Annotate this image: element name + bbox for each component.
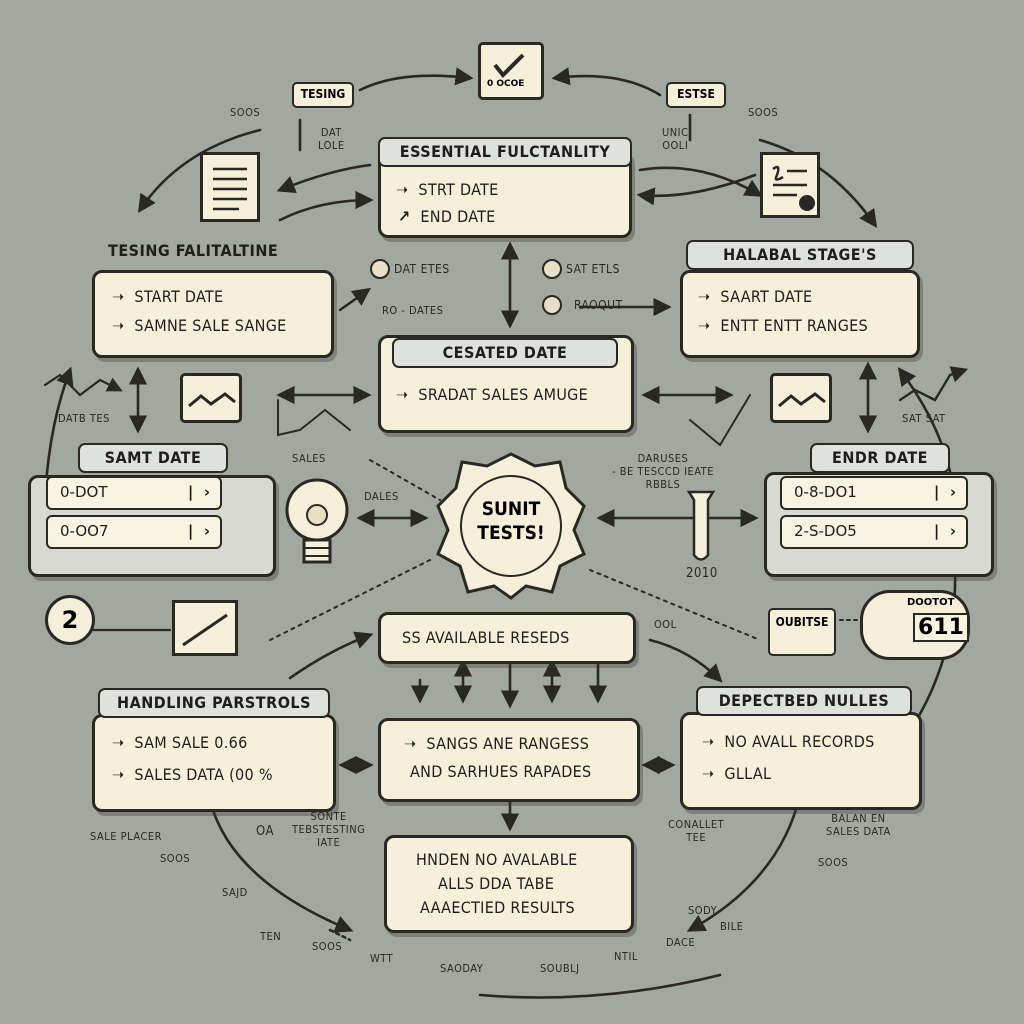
handling-item: ➝SAM SALE 0.66 xyxy=(112,733,248,752)
annotation-label: OA xyxy=(256,824,274,839)
samt-date-row[interactable]: 0-DOT| › xyxy=(46,476,222,510)
annotation-label: SOOS xyxy=(312,940,343,953)
halabal-stages-box xyxy=(680,270,920,358)
annotation-label: SOOS xyxy=(818,856,849,869)
essential-item: ↗END DATE xyxy=(398,207,496,226)
unit-tests-line2: TESTS! xyxy=(477,522,545,544)
testing-functionality-item: ➝START DATE xyxy=(112,287,224,306)
calendar-top: DOOTOT xyxy=(907,597,955,608)
radio-label: SAT ETLS xyxy=(566,262,620,276)
annotation-label: SOOS xyxy=(230,106,261,119)
annotation-label: NTIL xyxy=(614,950,638,963)
annotation-label: DACE xyxy=(666,936,696,949)
created-title: CESATED DATE xyxy=(392,338,618,368)
annotation-label: SOUBLJ xyxy=(540,962,580,975)
radio-option-icon[interactable] xyxy=(370,259,390,279)
unit-tests-line1: SUNIT xyxy=(481,498,541,520)
halabal-item: ➝ENTT ENTT RANGES xyxy=(698,316,868,335)
checklist-icon: 0 OCOE xyxy=(478,42,544,100)
radio-label: RO - DATES xyxy=(382,304,444,317)
annotation-label: OOL xyxy=(654,618,677,631)
lightbulb-icon xyxy=(282,470,352,580)
line-chart-icon xyxy=(770,373,832,423)
annotation-label: SALES xyxy=(292,452,326,465)
testing-functionality-box xyxy=(92,270,334,358)
sanges-item: ➝SANGS ANE RANGESS xyxy=(404,734,590,753)
halabal-item: ➝SAART DATE xyxy=(698,287,813,306)
depected-title: DEPECTBED NULLES xyxy=(696,686,912,716)
test-tube-icon xyxy=(686,490,716,565)
certificate-icon xyxy=(760,152,820,218)
radio-option-icon[interactable] xyxy=(542,259,562,279)
halabal-title: HALABAL STAGE'S xyxy=(686,240,914,270)
depected-item: ➝GLLAL xyxy=(702,764,772,783)
annotation-label: SOOS xyxy=(160,852,191,865)
annotation-label: 2010 xyxy=(686,566,718,581)
handling-title: HANDLING PARSTROLS xyxy=(98,688,330,718)
checklist-caption: 0 OCOE xyxy=(487,79,525,89)
calendar-icon: DOOTOT 611 xyxy=(860,590,970,660)
annotation-label: BALAN EN SALES DATA xyxy=(826,812,891,838)
depected-item: ➝NO AVALL RECORDS xyxy=(702,732,875,751)
hnden-item: HNDEN NO AVALABLE xyxy=(416,850,578,869)
unit-tests-badge: SUNIT TESTS! xyxy=(432,450,590,600)
endr-date-row[interactable]: 2-S-DO5| › xyxy=(780,515,968,549)
annotation-label: SODY xyxy=(688,904,718,917)
sanges-box xyxy=(378,718,640,802)
radio-label: DAT ETES xyxy=(394,262,450,276)
handling-item: ➝SALES DATA (00 % xyxy=(112,765,273,784)
counter-icon: 2 xyxy=(45,595,95,645)
hnden-item: ALLS DDA TABE xyxy=(438,874,555,893)
created-item: ➝SRADAT SALES AMUGE xyxy=(396,385,589,404)
trend-chart-icon xyxy=(172,600,238,656)
estage-tag: ESTSE xyxy=(666,82,726,108)
radio-label: RAOQUT xyxy=(574,298,623,312)
samt-title: SAMT DATE xyxy=(78,443,228,473)
testing-functionality-item: ➝SAMNE SALE SANGE xyxy=(112,316,287,335)
hnden-results-box xyxy=(384,835,634,933)
oritse-card: OUBITSE xyxy=(768,608,836,656)
available-records-box xyxy=(378,612,636,664)
hnden-item: AAAECTIED RESULTS xyxy=(420,898,575,917)
document-icon xyxy=(200,152,260,222)
depected-nulles-box xyxy=(680,712,922,810)
annotation-label: SAJD xyxy=(222,886,248,899)
endr-date-row[interactable]: 0-8-DO1| › xyxy=(780,476,968,510)
calendar-date: 611 xyxy=(913,613,969,642)
annotation-label: SOOS xyxy=(748,106,779,119)
samt-date-row[interactable]: 0-OO7| › xyxy=(46,515,222,549)
annotation-label: CONALLET TEE xyxy=(668,818,725,844)
sanges-item: AND SARHUES RAPADES xyxy=(410,762,592,781)
annotation-label: UNIC OOLI xyxy=(662,126,689,152)
testing-tag: TESING xyxy=(292,82,354,108)
radio-option-icon[interactable] xyxy=(542,295,562,315)
line-chart-icon xyxy=(180,373,242,423)
annotation-label: BILE xyxy=(720,920,744,933)
annotation-label: SALE PLACER xyxy=(90,830,163,843)
annotation-label: TEN xyxy=(260,930,282,943)
annotation-label: DARUSES - BE TESCCD IEATE RBBLS xyxy=(612,452,714,491)
annotation-label: DATB TES xyxy=(58,412,110,425)
available-text: SS AVAILABLE RESEDS xyxy=(402,628,570,647)
annotation-label: WTT xyxy=(370,952,394,965)
essential-item: ➝STRT DATE xyxy=(396,180,499,199)
annotation-label: DALES xyxy=(364,490,399,503)
annotation-label: SONTE TEBSTESTING IATE xyxy=(292,810,366,849)
annotation-label: SAODAY xyxy=(440,962,484,975)
handling-box xyxy=(92,714,336,812)
annotation-label: SAT SAT xyxy=(902,412,946,425)
essential-title: ESSENTIAL FULCTANLITY xyxy=(378,137,632,167)
testing-functionality-title: TESING FALITALTINE xyxy=(108,241,279,260)
annotation-label: DAT LOLE xyxy=(318,126,345,152)
endr-title: ENDR DATE xyxy=(810,443,950,473)
